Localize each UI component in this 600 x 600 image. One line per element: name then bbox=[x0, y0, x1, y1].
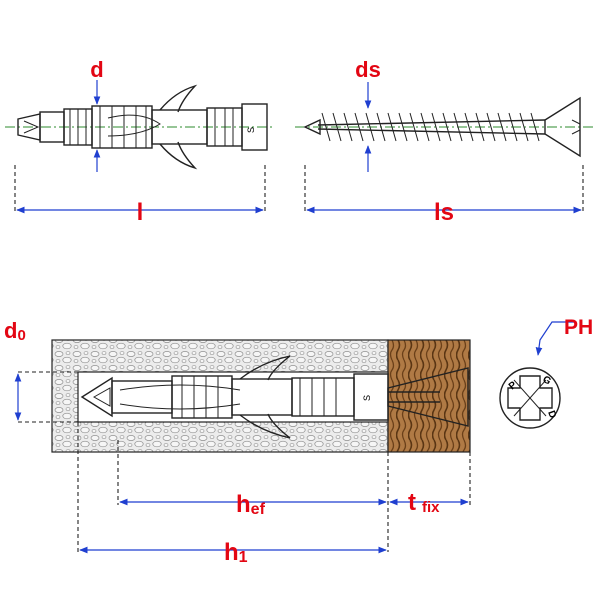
label-ds: ds bbox=[355, 57, 381, 82]
label-d0: d0 bbox=[4, 318, 26, 344]
screw-thread bbox=[453, 112, 463, 142]
label-ph: PH bbox=[564, 316, 593, 339]
label-hef: hef bbox=[236, 491, 266, 518]
screw-thread bbox=[497, 112, 507, 142]
screw-thread bbox=[486, 112, 496, 142]
screw-thread bbox=[376, 112, 386, 142]
screw-thread bbox=[387, 112, 397, 142]
screw-thread bbox=[420, 112, 430, 142]
label-ls: ls bbox=[434, 199, 454, 226]
screw-thread bbox=[475, 112, 485, 142]
screw-thread bbox=[530, 112, 540, 142]
screw-thread bbox=[442, 112, 452, 142]
ph-letter-p: P bbox=[507, 379, 519, 392]
screw-thread bbox=[409, 112, 419, 142]
plug-marking: S bbox=[246, 127, 256, 133]
screw-thread bbox=[464, 112, 474, 142]
screw-thread bbox=[398, 112, 408, 142]
plug-view: S d l bbox=[5, 57, 275, 226]
label-h1: h1 bbox=[224, 539, 248, 566]
screw-thread bbox=[431, 112, 441, 142]
screw-thread bbox=[343, 112, 353, 142]
screw-thread bbox=[519, 112, 529, 142]
wood-fixture bbox=[387, 339, 471, 453]
screw-thread bbox=[332, 112, 342, 142]
label-d: d bbox=[90, 57, 103, 82]
screw-thread bbox=[321, 112, 331, 142]
installed-plug-marking: S bbox=[362, 395, 372, 401]
ph-drive-symbol: P G D PH bbox=[499, 316, 593, 429]
screw-view: ds ls bbox=[295, 57, 595, 226]
ph-letter-g: G bbox=[541, 374, 553, 388]
ph-letter-d: D bbox=[545, 409, 558, 420]
screw-thread bbox=[354, 112, 364, 142]
label-l: l bbox=[137, 199, 144, 226]
screw-thread bbox=[508, 112, 518, 142]
screw-thread bbox=[365, 112, 375, 142]
